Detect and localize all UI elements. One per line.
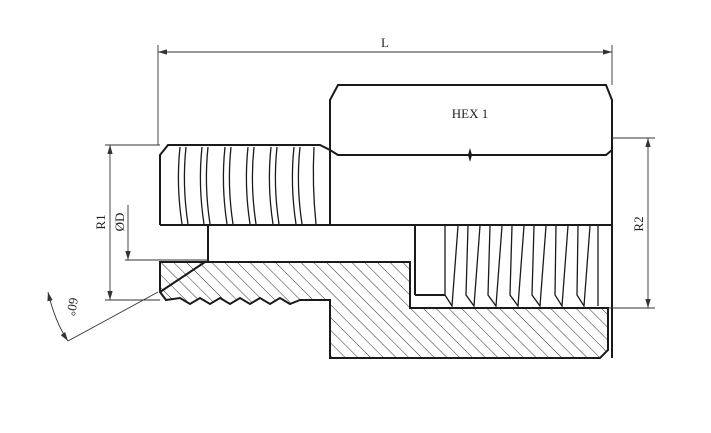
length-dimension: L [157,35,613,145]
r2-label: R2 [631,216,646,231]
bore-dimension: ØD [112,205,208,261]
section-hatch [159,261,609,359]
angle-label: 60° [63,297,81,318]
length-label: L [381,35,389,50]
angle-dimension: 60° [47,291,159,342]
r1-label: R1 [93,214,108,229]
hex-body: HEX 1 [329,84,613,358]
r2-dimension: R2 [608,137,655,309]
hex-label: HEX 1 [452,106,488,121]
female-thread [414,224,612,308]
male-thread [159,144,415,262]
r1-dimension: R1 [93,144,160,301]
bore-label: ØD [112,213,127,232]
